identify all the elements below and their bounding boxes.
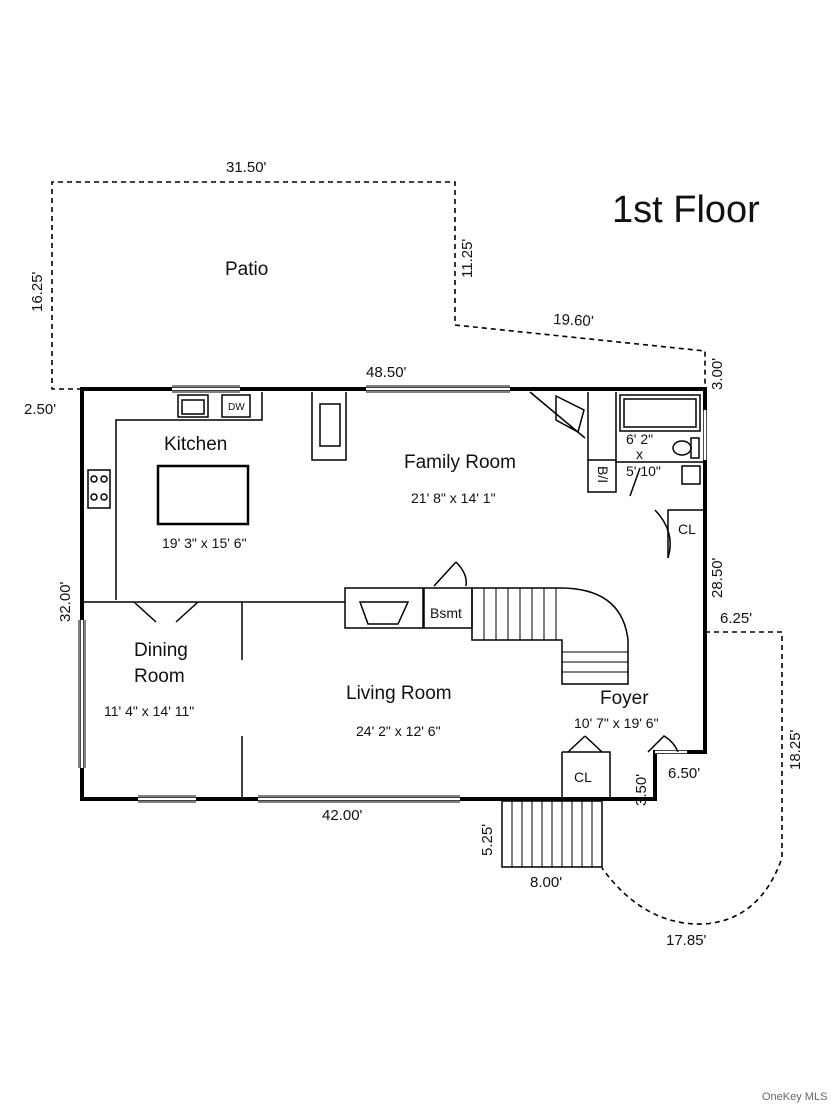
foyer-size: 10' 7" x 19' 6" [574, 715, 659, 731]
interior-walls [82, 392, 705, 799]
bath-size-x: x [636, 446, 643, 462]
family-room-label: Family Room [404, 452, 516, 473]
upper-closet-label: CL [678, 521, 696, 537]
stairs-depth-dimension: 5.25' [479, 824, 496, 856]
patio-right-dimension: 11.25' [459, 239, 476, 278]
corner-unit [529, 391, 586, 439]
house-right-dimension: 28.50' [709, 557, 726, 598]
patio-top-dimension: 31.50' [226, 159, 267, 176]
exterior-walls [78, 385, 707, 803]
porch-notch-height-dimension: 3.50' [633, 774, 650, 806]
living-room-label: Living Room [346, 683, 452, 704]
patio-offset-right-dimension: 3.00' [709, 358, 726, 390]
dining-room-label-line1: Dining [134, 640, 188, 661]
patio-offset-left-dimension: 2.50' [24, 401, 56, 418]
foyer-label: Foyer [600, 688, 649, 709]
dishwasher-label: DW [228, 402, 245, 413]
dining-room-label-line2: Room [134, 666, 185, 687]
dining-room-size: 11' 4" x 14' 11" [104, 703, 194, 719]
porch-notch-width-dimension: 6.50' [668, 765, 700, 782]
patio-label: Patio [225, 259, 268, 280]
stairs-width-dimension: 8.00' [530, 874, 562, 891]
house-top-dimension: 48.50' [366, 364, 407, 381]
mls-credit: OneKey MLS [762, 1091, 827, 1103]
living-room-size: 24' 2" x 12' 6" [356, 723, 441, 739]
kitchen-size: 19' 3" x 15' 6" [162, 535, 247, 551]
patio-outline [51, 181, 706, 390]
porch-arc-dimension: 17.85' [666, 932, 707, 949]
bathroom-fixtures [619, 394, 701, 497]
family-room-size: 21' 8" x 14' 1" [411, 490, 496, 506]
house-bottom-dimension: 42.00' [322, 807, 363, 824]
kitchen-fixtures: DW [87, 394, 251, 526]
bath-size-depth: 5' 10" [626, 463, 661, 479]
kitchen-island [156, 464, 250, 526]
built-in-label: B/I [595, 466, 611, 483]
lower-closet-label: CL [574, 769, 592, 785]
bath-size-width: 6' 2" [626, 431, 653, 447]
front-stairs [501, 800, 603, 868]
patio-left-dimension: 16.25' [29, 271, 46, 312]
porch-side-dimension: 18.25' [787, 729, 804, 770]
upper-closet [654, 509, 705, 559]
basement-label: Bsmt [430, 605, 462, 621]
porch-top-dimension: 6.25' [720, 610, 752, 627]
doors [133, 601, 679, 753]
house-left-dimension: 32.00' [57, 581, 74, 622]
floor-title: 1st Floor [612, 189, 760, 231]
kitchen-label: Kitchen [164, 434, 227, 455]
patio-diagonal-dimension: 19.60' [553, 311, 594, 330]
stairs [344, 561, 629, 685]
